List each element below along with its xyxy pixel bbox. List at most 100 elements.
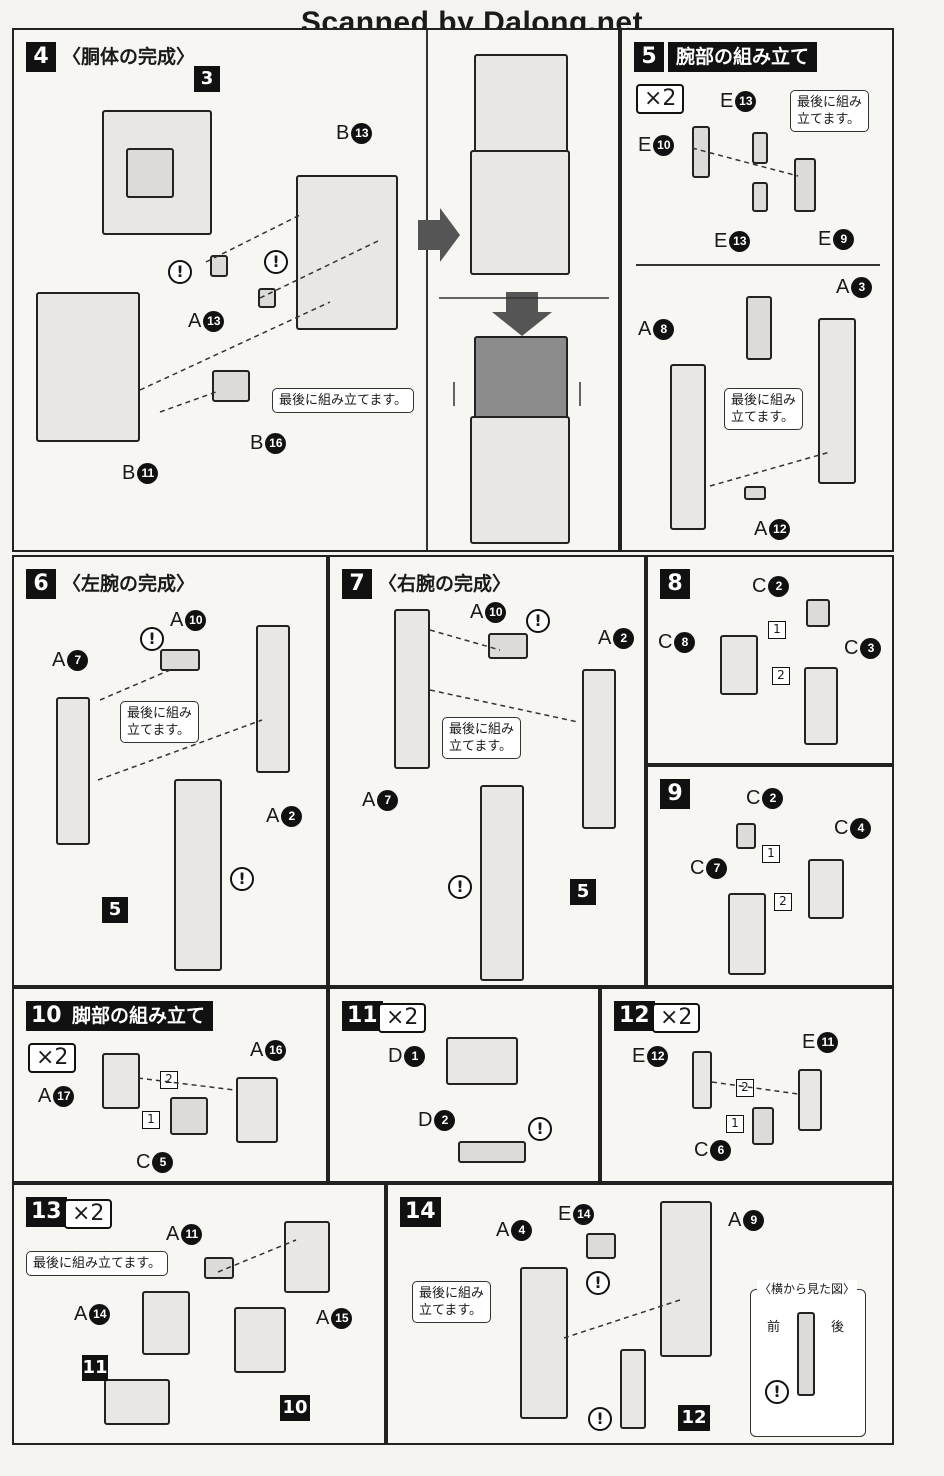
quantity-badge: ×2 <box>64 1199 113 1229</box>
foot-part <box>446 1037 518 1085</box>
step-title: 腕部の組み立て <box>668 42 818 72</box>
caution-icon: ! <box>448 875 472 899</box>
upper-arm-part <box>56 697 90 845</box>
assembly-note: 最後に組み 立てます。 <box>412 1281 492 1323</box>
ankle-part <box>692 1051 712 1109</box>
order-mark-1: 1 <box>142 1111 160 1129</box>
step-title: 〈胴体の完成〉 <box>62 46 196 68</box>
order-mark-1: 1 <box>768 621 786 639</box>
subassembly-id: 12 <box>678 1405 710 1431</box>
step-title: 脚部の組み立て <box>64 1001 214 1031</box>
arm-right-part <box>818 318 856 484</box>
order-mark-2: 2 <box>736 1079 754 1097</box>
caution-icon: ! <box>140 627 164 651</box>
upper-arm-part <box>394 609 430 769</box>
assembly-note: 最後に組み 立てます。 <box>790 90 870 132</box>
quantity-badge: ×2 <box>28 1043 77 1073</box>
assembly-note: 最後に組み 立てます。 <box>120 701 200 743</box>
back-label: 後 <box>831 1320 845 1335</box>
torso-final-bottom <box>470 416 570 544</box>
shin-part <box>798 1069 822 1131</box>
step-title: 〈左腕の完成〉 <box>62 573 196 595</box>
side-view-title: 〈横から見た図〉 <box>757 1280 858 1297</box>
subassembly-id: 3 <box>194 66 220 92</box>
order-mark-1: 1 <box>762 845 780 863</box>
assembly-note: 最後に組み立てます。 <box>272 388 415 413</box>
hand-part <box>720 635 758 695</box>
arm-joint-cap <box>794 158 816 212</box>
arm-assembly-5 <box>480 785 524 981</box>
caution-icon: ! <box>528 1117 552 1141</box>
torso-assembled-top <box>474 54 568 164</box>
arm-joint-assembled <box>746 296 772 360</box>
assembly-note: 最後に組み 立てます。 <box>442 717 522 759</box>
subassembly-id: 11 <box>82 1355 108 1381</box>
leg-assembly-10 <box>234 1307 286 1373</box>
section-divider <box>636 264 880 266</box>
step-title: 〈右腕の完成〉 <box>378 573 512 595</box>
joint-cap-part-2 <box>258 288 276 308</box>
finger-part <box>728 893 766 975</box>
torso-final-top <box>474 336 568 428</box>
cube-joint-part <box>212 370 250 402</box>
subassembly-id: 5 <box>570 879 596 905</box>
arm-assembly-5 <box>174 779 222 971</box>
step-number: 5 <box>634 42 664 72</box>
wrist-joint-part <box>806 599 830 627</box>
quantity-badge: ×2 <box>652 1003 701 1033</box>
caution-icon: ! <box>168 260 192 284</box>
arm-left-part <box>670 364 706 530</box>
step-number: 4 <box>26 42 56 72</box>
order-mark-2: 2 <box>160 1071 178 1089</box>
foot-plate-part <box>458 1141 526 1163</box>
hand-part <box>808 859 844 919</box>
forearm-frame-part <box>256 625 290 773</box>
caution-icon: ! <box>264 250 288 274</box>
arm-joint-pin-2 <box>752 182 768 212</box>
step-number: 6 <box>26 569 56 599</box>
order-mark-2: 2 <box>772 667 790 685</box>
section-divider <box>426 30 428 550</box>
ankle-assembly-12 <box>620 1349 646 1429</box>
foot-assembly-11 <box>104 1379 170 1425</box>
front-label: 前 <box>767 1320 781 1335</box>
forearm-part <box>582 669 616 829</box>
thigh-frame-part <box>284 1221 330 1293</box>
side-view-box: 〈横から見た図〉 前 後 ! <box>750 1280 866 1437</box>
caution-icon: ! <box>765 1380 789 1404</box>
subassembly-id: 10 <box>280 1395 310 1421</box>
step-number: 13 <box>26 1197 67 1227</box>
elbow-joint-part <box>488 633 528 659</box>
hip-block-part <box>142 1291 190 1355</box>
subassembly-id: 5 <box>102 897 128 923</box>
